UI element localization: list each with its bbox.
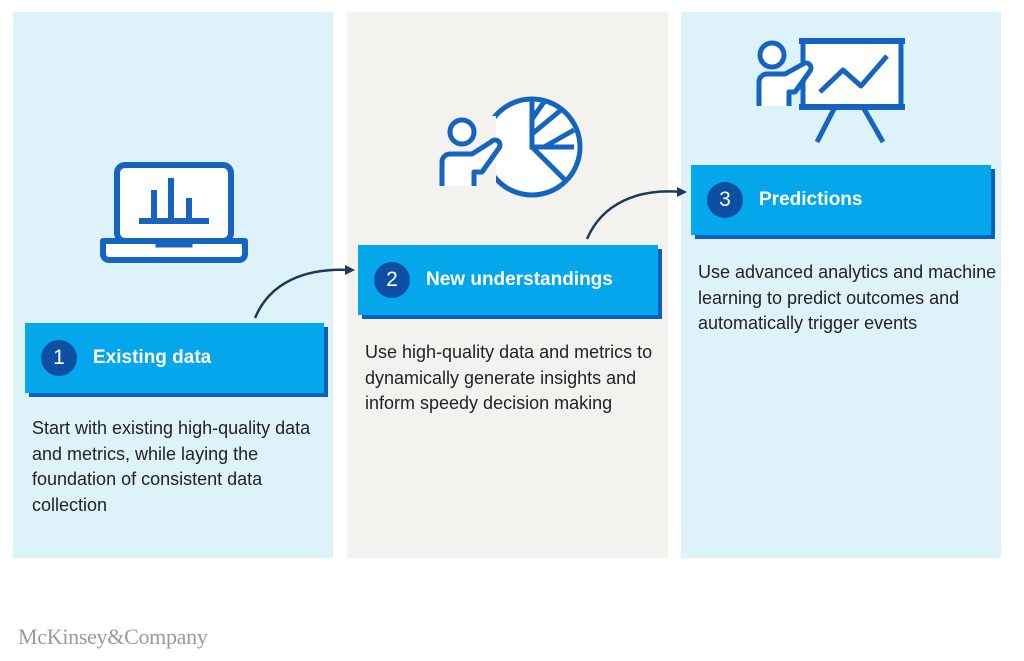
presenter-line-chart-icon	[756, 38, 905, 144]
laptop-bar-chart-icon	[100, 162, 248, 263]
step-1-banner: 1 Existing data	[25, 323, 324, 393]
step-3-number-badge: 3	[707, 182, 743, 218]
step-3-description: Use advanced analytics and machine learn…	[698, 262, 997, 333]
step-3-title: Predictions	[759, 189, 863, 210]
step-1-number-badge: 1	[41, 340, 77, 376]
person-pie-chart-icon	[436, 96, 583, 198]
step-3-banner: 3 Predictions	[691, 165, 991, 235]
step-2-banner: 2 New understandings	[358, 245, 658, 315]
company-logo: McKinsey&Company	[18, 624, 208, 649]
step-2-title: New understandings	[426, 269, 613, 290]
step-2-description: Use high-quality data and metrics to dyn…	[365, 342, 653, 413]
step-2-number-badge: 2	[374, 262, 410, 298]
step-1-panel	[13, 12, 333, 558]
arrow-step1-to-step2	[253, 265, 355, 319]
arrow-step2-to-step3	[585, 187, 687, 240]
step-1-description: Start with existing high-quality data an…	[32, 418, 311, 515]
step-1-title: Existing data	[93, 347, 212, 368]
